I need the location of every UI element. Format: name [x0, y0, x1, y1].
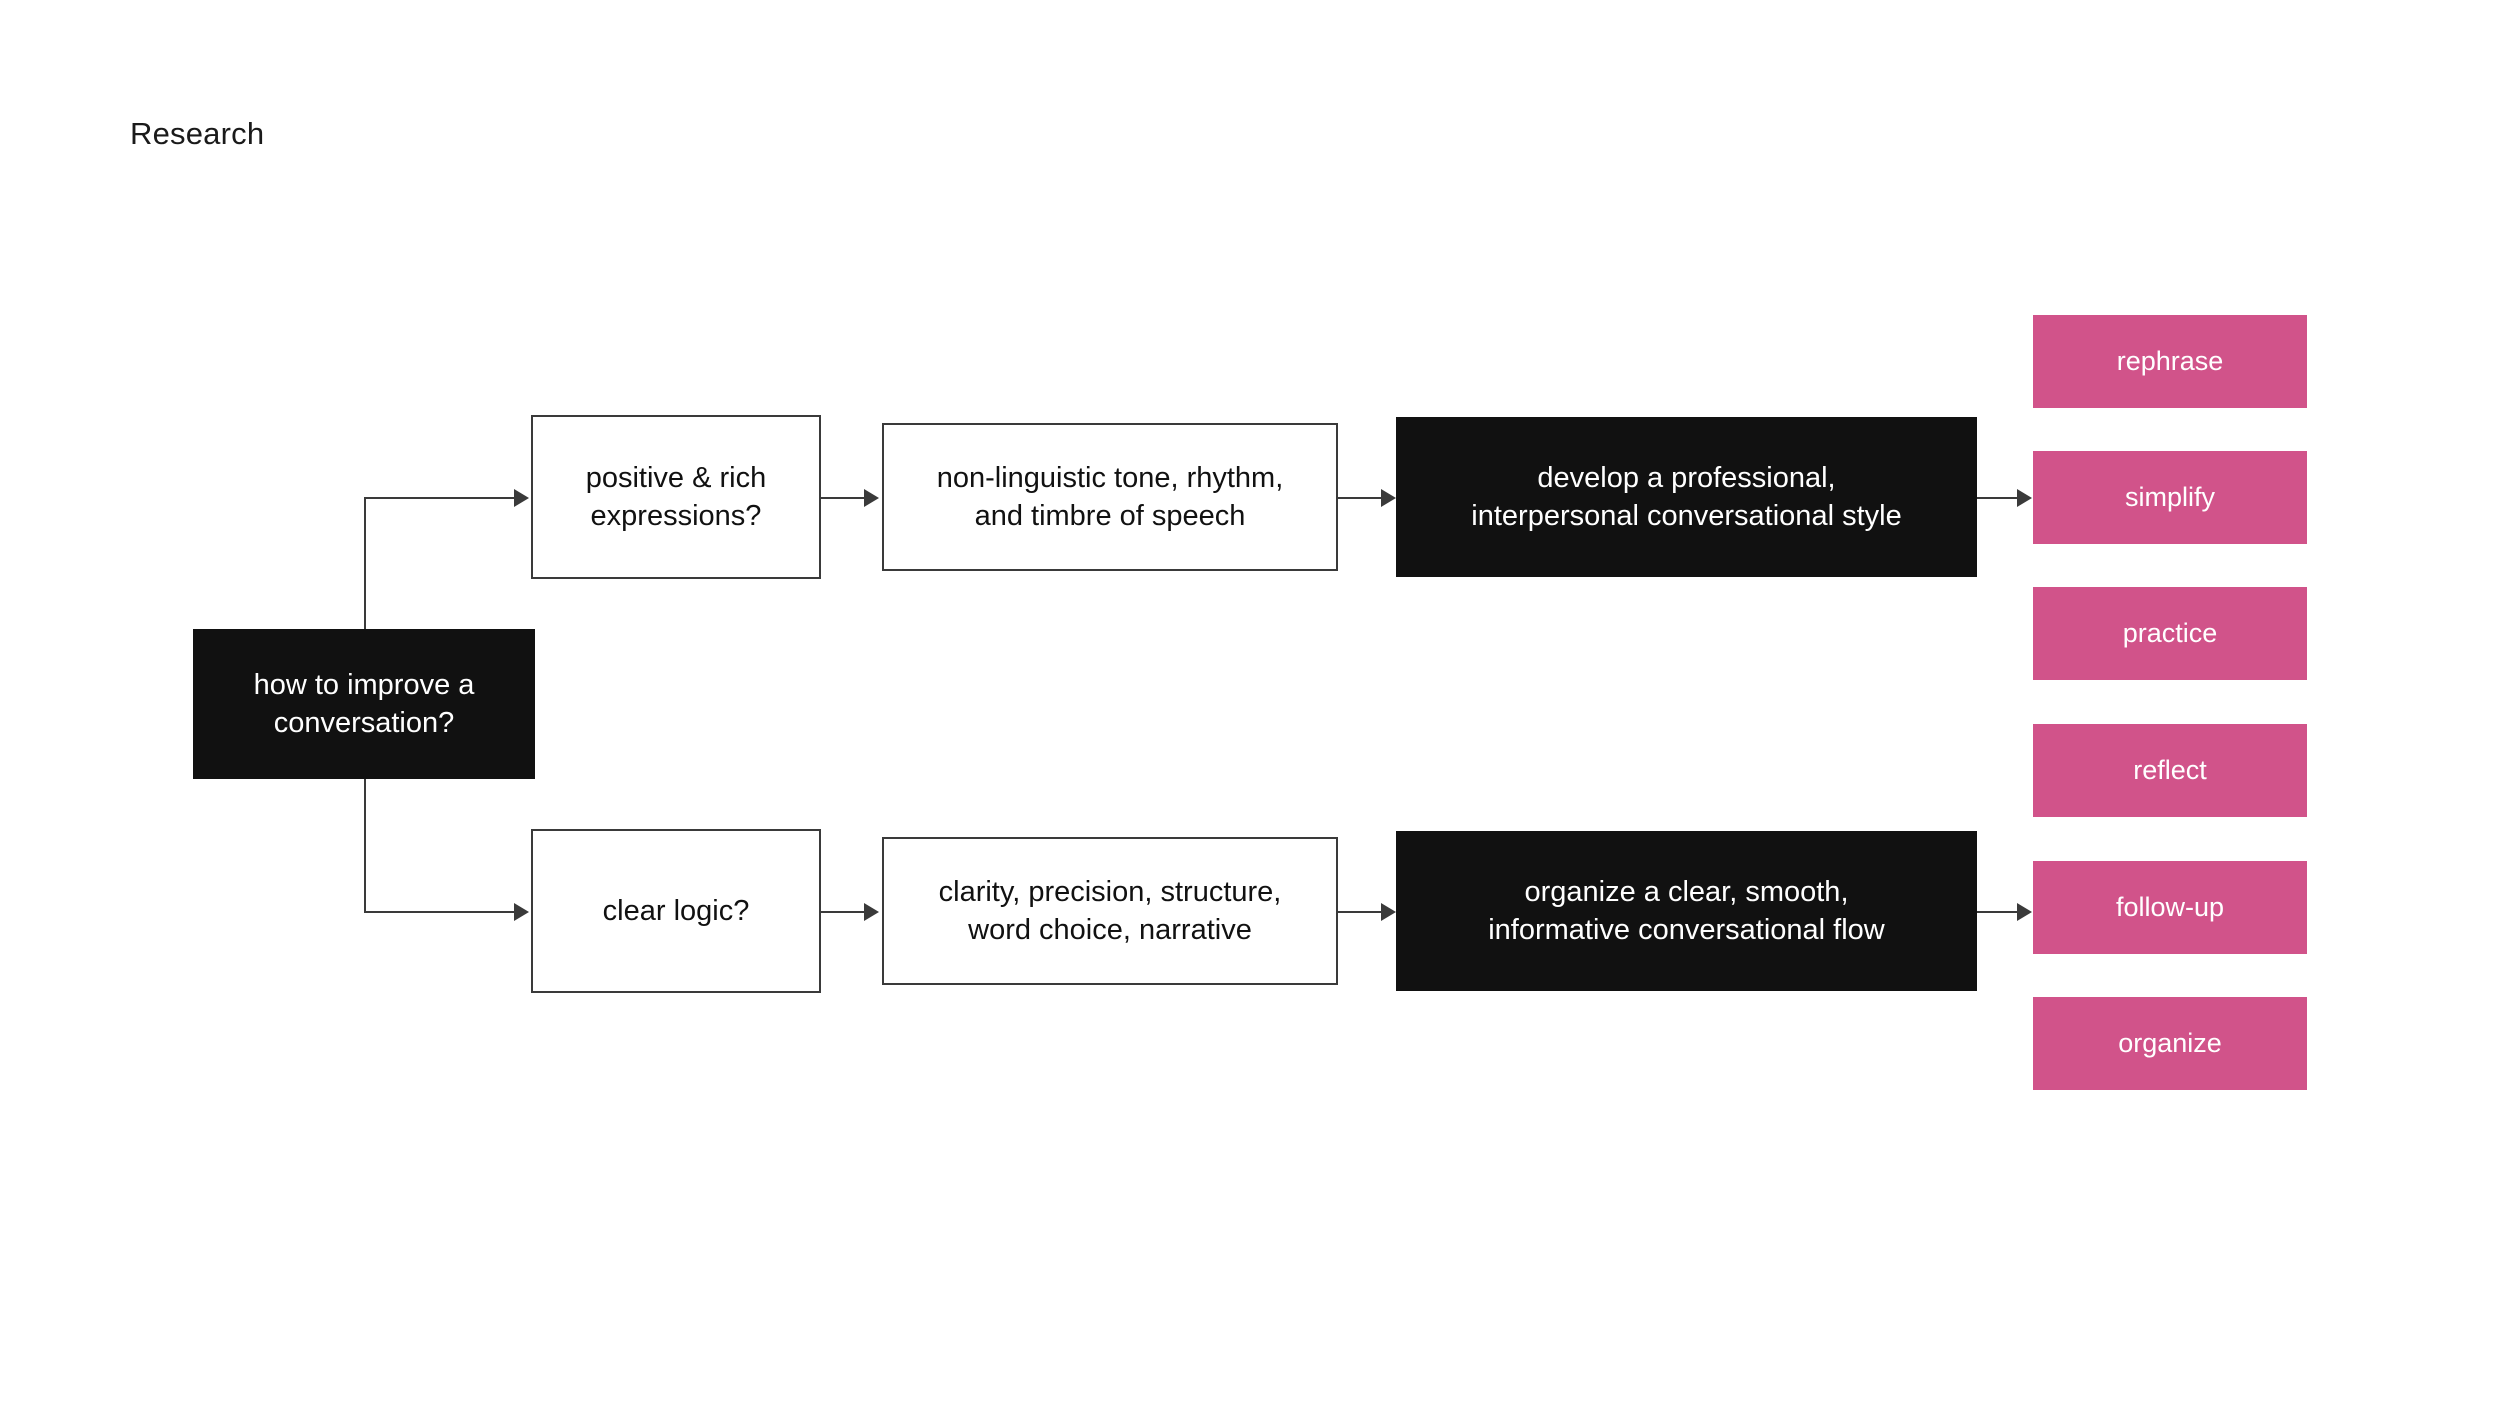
action-chip-reflect-label: reflect — [2133, 754, 2207, 785]
arrowhead-top-question-to-detail — [864, 489, 879, 507]
arrowhead-root-to-bottom-question — [514, 903, 529, 921]
node-clarity-precision-label: clarity, precision, structure, word choi… — [938, 875, 1282, 946]
action-chip-organize[interactable]: organize — [2033, 997, 2307, 1090]
action-chip-organize-label: organize — [2118, 1027, 2222, 1058]
node-positive-rich-expressions-label: positive & rich expressions? — [585, 461, 767, 532]
connector-bottom-detail-to-outcome — [1337, 911, 1383, 913]
node-root-how-to-improve-conversation[interactable]: how to improve a conversation? — [193, 629, 535, 779]
node-develop-professional-style[interactable]: develop a professional, interpersonal co… — [1396, 417, 1977, 577]
arrowhead-bottom-question-to-detail — [864, 903, 879, 921]
arrowhead-bottom-outcome-to-action — [2017, 903, 2032, 921]
action-chip-simplify[interactable]: simplify — [2033, 451, 2307, 544]
arrowhead-top-outcome-to-action — [2017, 489, 2032, 507]
node-organize-conversational-flow[interactable]: organize a clear, smooth, informative co… — [1396, 831, 1977, 991]
action-chip-reflect[interactable]: reflect — [2033, 724, 2307, 817]
action-chip-practice[interactable]: practice — [2033, 587, 2307, 680]
action-chip-rephrase-label: rephrase — [2116, 345, 2224, 376]
arrowhead-bottom-detail-to-outcome — [1381, 903, 1396, 921]
page-title: Research — [130, 116, 265, 151]
action-chip-follow-up-label: follow-up — [2115, 891, 2225, 922]
connector-top-question-to-detail — [820, 497, 866, 499]
connector-bottom-outcome-to-action — [1977, 911, 2019, 913]
action-chip-practice-label: practice — [2122, 617, 2218, 648]
arrowhead-root-to-top-question — [514, 489, 529, 507]
node-develop-professional-style-label: develop a professional, interpersonal co… — [1471, 461, 1902, 532]
node-root-label: how to improve a conversation? — [253, 668, 475, 739]
node-clear-logic-label: clear logic? — [602, 894, 750, 927]
connector-root-to-bottom-question — [364, 911, 516, 913]
action-chip-rephrase[interactable]: rephrase — [2033, 315, 2307, 408]
connector-root-to-top-question — [364, 497, 516, 499]
connector-top-outcome-to-action — [1977, 497, 2019, 499]
connector-bottom-question-to-detail — [820, 911, 866, 913]
node-clarity-precision[interactable]: clarity, precision, structure, word choi… — [882, 837, 1338, 985]
node-positive-rich-expressions[interactable]: positive & rich expressions? — [531, 415, 821, 579]
node-non-linguistic-tone[interactable]: non-linguistic tone, rhythm, and timbre … — [882, 423, 1338, 571]
action-chip-follow-up[interactable]: follow-up — [2033, 861, 2307, 954]
node-clear-logic[interactable]: clear logic? — [531, 829, 821, 993]
node-non-linguistic-tone-label: non-linguistic tone, rhythm, and timbre … — [936, 461, 1284, 532]
node-organize-conversational-flow-label: organize a clear, smooth, informative co… — [1488, 875, 1885, 946]
connector-top-detail-to-outcome — [1337, 497, 1383, 499]
arrowhead-top-detail-to-outcome — [1381, 489, 1396, 507]
action-chip-simplify-label: simplify — [2124, 481, 2215, 512]
